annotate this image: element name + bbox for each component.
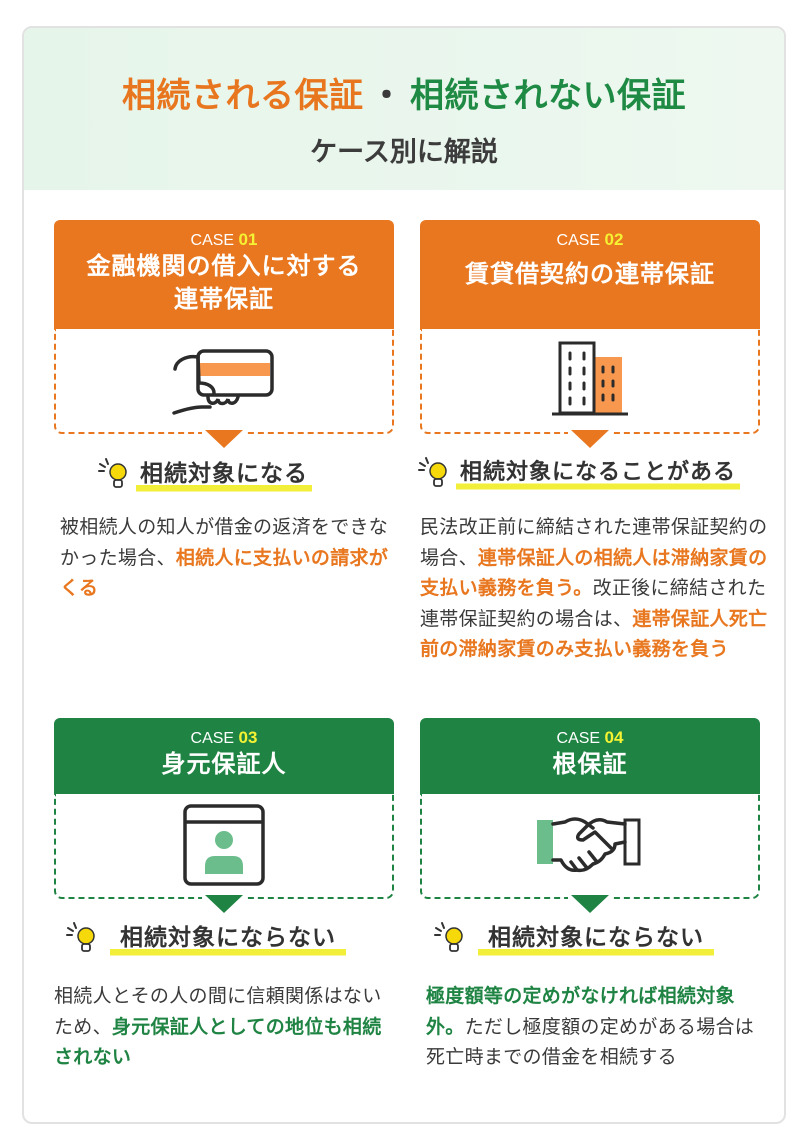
id-card-person-icon [179, 802, 269, 892]
case-icon-box [54, 329, 394, 448]
hand-holding-card-icon [172, 347, 276, 421]
case-card-04: CASE 04 根保証 [420, 718, 760, 913]
case-label: CASE 04 [556, 728, 624, 747]
lightbulb-icon [66, 922, 95, 952]
verdict-label: 相続対象にならない [110, 918, 346, 958]
case-label: CASE 02 [556, 230, 624, 249]
page-title: 相続される保証・相続されない保証 [24, 68, 784, 117]
lightbulb-icon [418, 457, 447, 487]
lightbulb-icon [434, 922, 463, 952]
hero-header: 相続される保証・相続されない保証 ケース別に解説 [24, 28, 784, 190]
infographic-frame: 相続される保証・相続されない保証 ケース別に解説 CASE 01 金融機関の借入… [22, 26, 786, 1124]
case-04-verdict: 相続対象にならない [432, 918, 714, 958]
page-subtitle: ケース別に解説 [310, 137, 498, 168]
case-header: CASE 03 身元保証人 [54, 718, 394, 794]
title-separator: ・ [369, 76, 404, 116]
case-04-description: 極度額等の定めがなければ相続対象外。ただし極度額の定めがある場合は死亡時までの借… [426, 985, 755, 1068]
verdict-label: 相続対象になる [136, 454, 312, 494]
case-icon-box [54, 794, 394, 913]
apartment-building-icon [550, 339, 630, 423]
handshake-icon [535, 812, 645, 880]
case-label: CASE 03 [190, 728, 258, 747]
arrow-down-icon [571, 430, 609, 448]
case-title: 身元保証人 [161, 750, 287, 778]
case-number: 04 [604, 728, 624, 747]
case-header: CASE 01 金融機関の借入に対する連帯保証 [54, 220, 394, 329]
case-03-description: 相続人とその人の間に信頼関係はないため、身元保証人としての地位も相続されない [54, 985, 382, 1068]
verdict-label: 相続対象にならない [478, 918, 714, 958]
case-number: 01 [238, 230, 258, 249]
arrow-down-icon [571, 895, 609, 913]
case-02-verdict: 相続対象になることがある [416, 454, 741, 492]
case-label: CASE 01 [190, 230, 258, 249]
lightbulb-icon [98, 458, 127, 488]
case-card-02: CASE 02 賃貸借契約の連帯保証 [420, 220, 760, 448]
case-title: 賃貸借契約の連帯保証 [465, 260, 715, 288]
verdict-label: 相続対象になることがある [456, 454, 741, 492]
title-inherited: 相続される保証 [122, 76, 364, 116]
case-title: 金融機関の借入に対する連帯保証 [86, 252, 362, 313]
case-01-description: 被相続人の知人が借金の返済をできなかった場合、相続人に支払いの請求がくる [60, 516, 389, 599]
case-03-verdict: 相続対象にならない [64, 918, 346, 958]
case-card-03: CASE 03 身元保証人 [54, 718, 394, 913]
case-card-01: CASE 01 金融機関の借入に対する連帯保証 [54, 220, 394, 448]
case-02-description: 民法改正前に締結された連帯保証契約の場合、連帯保証人の相続人は滞納家賃の支払い義… [420, 516, 768, 660]
case-number: 02 [604, 230, 624, 249]
arrow-down-icon [205, 895, 243, 913]
case-01-verdict: 相続対象になる [96, 454, 312, 494]
case-header: CASE 02 賃貸借契約の連帯保証 [420, 220, 760, 329]
arrow-down-icon [205, 430, 243, 448]
title-not-inherited: 相続されない保証 [410, 76, 686, 116]
case-header: CASE 04 根保証 [420, 718, 760, 794]
case-icon-box [420, 329, 760, 448]
case-icon-box [420, 794, 760, 913]
case-title: 根保証 [552, 750, 628, 778]
case-number: 03 [238, 728, 258, 747]
